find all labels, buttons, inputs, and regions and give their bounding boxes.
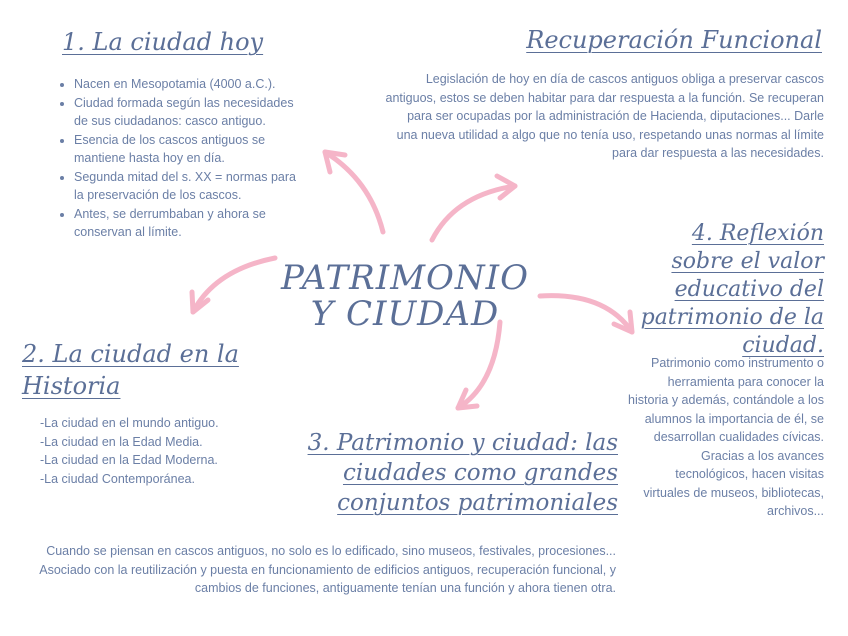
- paragraph: Asociado con la reutilización y puesta e…: [39, 562, 616, 596]
- list-item: -La ciudad Contemporánea.: [40, 471, 195, 486]
- arrow-to-section3: [455, 319, 503, 411]
- list-item: -La ciudad en el mundo antiguo.: [40, 416, 219, 430]
- arrow-to-section2: [189, 255, 278, 315]
- recuperacion-title: Recuperación Funcional: [526, 26, 822, 54]
- section2-list: -La ciudad en el mundo antiguo. -La ciud…: [40, 414, 270, 488]
- center-title: PATRIMONIO Y CIUDAD: [281, 258, 529, 334]
- list-item: -La ciudad en la Edad Moderna.: [40, 453, 218, 467]
- section1-list: Nacen en Mesopotamia (4000 a.C.). Ciudad…: [58, 75, 298, 242]
- arrow-to-section1: [322, 149, 386, 235]
- bullet-item: Antes, se derrumbaban y ahora se conserv…: [74, 205, 298, 242]
- section2-title: 2. La ciudad en la Historia: [22, 340, 239, 400]
- section3-text: Cuando se piensan en cascos antiguos, no…: [30, 542, 616, 598]
- list-item: -La ciudad en la Edad Media.: [40, 434, 203, 449]
- arrow-to-section4: [537, 293, 635, 335]
- paragraph: Patrimonio como instrumento o herramient…: [628, 356, 824, 444]
- bullet-item: Segunda mitad del s. XX = normas para la…: [74, 168, 298, 205]
- paragraph: Cuando se piensan en cascos antiguos, no…: [46, 544, 616, 558]
- bullet-item: Nacen en Mesopotamia (4000 a.C.).: [74, 75, 298, 94]
- section1-title: 1. La ciudad hoy: [62, 28, 264, 56]
- recuperacion-text: Legislación de hoy en día de cascos anti…: [385, 72, 824, 160]
- paragraph: Gracias a los avances tecnológicos, hace…: [643, 448, 824, 519]
- section3-title: 3. Patrimonio y ciudad: las ciudades com…: [307, 430, 618, 516]
- bullet-item: Esencia de los cascos antiguos se mantie…: [74, 131, 298, 168]
- section4-text: Patrimonio como instrumento o herramient…: [628, 354, 824, 521]
- arrow-to-recuperacion: [429, 173, 518, 243]
- section4-title: 4. Reflexión sobre el valor educativo de…: [640, 221, 824, 358]
- bullet-item: Ciudad formada según las necesidades de …: [74, 94, 298, 131]
